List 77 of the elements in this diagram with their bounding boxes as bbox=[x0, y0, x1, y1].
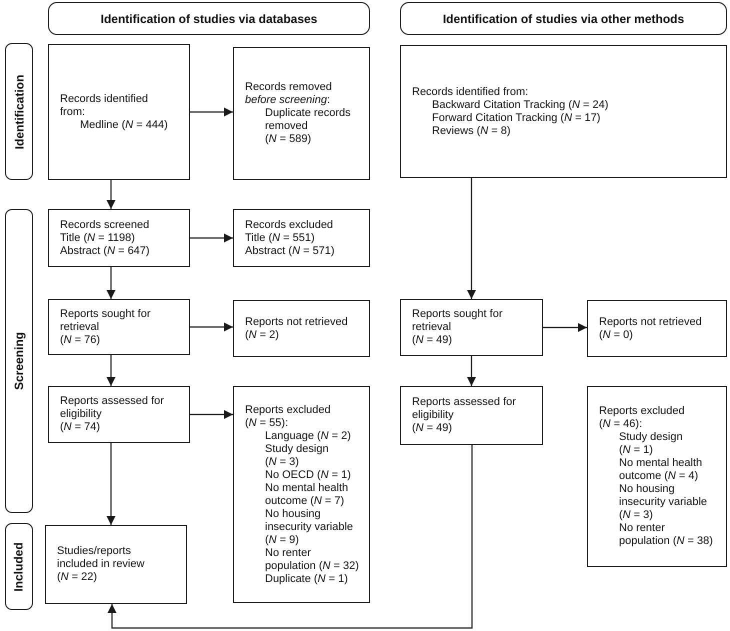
phase-title: Identification of studies via other methods bbox=[442, 12, 684, 26]
step-label: Records identified from: bbox=[412, 86, 530, 98]
process-box bbox=[233, 47, 370, 180]
step-label: Reports assessed for eligibility bbox=[60, 395, 165, 421]
step-label: Reports sought for retrieval bbox=[60, 308, 152, 334]
step-detail: Forward Citation Tracking (N = 17) bbox=[431, 112, 602, 124]
process-box bbox=[48, 299, 190, 355]
step-label: Records screened bbox=[60, 218, 150, 232]
step-label: Reports sought for retrieval bbox=[412, 308, 504, 334]
process-box bbox=[48, 386, 190, 443]
step-label: Records removed before screening: bbox=[245, 81, 333, 107]
step-detail: No renter population (N = 38) bbox=[618, 522, 714, 548]
step-detail: No mental health outcome (N = 7) bbox=[264, 482, 350, 508]
arrow bbox=[190, 410, 233, 419]
step-detail: Title (N = 551) bbox=[245, 232, 316, 244]
process-box bbox=[233, 386, 370, 603]
arrow bbox=[106, 267, 116, 299]
step-detail: Study design (N = 3) bbox=[264, 442, 330, 468]
step-detail: Backward Citation Tracking (N = 24) bbox=[431, 98, 610, 112]
step-label: Reports excluded (N = 55): bbox=[245, 404, 332, 430]
step-detail: No OECD (N = 1) bbox=[264, 468, 352, 482]
arrow bbox=[190, 108, 233, 116]
step-label: Reports excluded (N = 46): bbox=[599, 405, 686, 431]
step-detail: Duplicate (N = 1) bbox=[264, 572, 349, 586]
stage-label-box bbox=[5, 209, 33, 513]
step-detail: Abstract (N = 647) bbox=[60, 244, 151, 258]
stage-label-box bbox=[5, 43, 33, 180]
process-box bbox=[48, 209, 190, 267]
step-detail: Duplicate records removed (N = 589) bbox=[264, 107, 352, 146]
process-box bbox=[587, 300, 727, 357]
step-label: Records excluded bbox=[245, 218, 334, 232]
arrow bbox=[106, 355, 116, 386]
stage-label: Screening bbox=[12, 332, 26, 390]
step-detail: (N = 49) bbox=[412, 334, 454, 347]
step-label: Records identified from: bbox=[60, 92, 150, 118]
step-detail: Reviews (N = 8) bbox=[431, 124, 512, 138]
arrow bbox=[190, 234, 233, 242]
stage-label-box bbox=[5, 523, 33, 610]
step-label: Reports not retrieved bbox=[599, 316, 703, 328]
step-label: Reports not retrieved bbox=[245, 316, 349, 328]
step-detail: Medline (N = 444) bbox=[79, 118, 169, 132]
phase-header bbox=[48, 2, 370, 35]
step-detail: (N = 2) bbox=[245, 328, 280, 342]
step-label: Reports assessed for eligibility bbox=[412, 396, 517, 422]
phase-title: Identification of studies via databases bbox=[100, 12, 318, 26]
arrow bbox=[190, 322, 233, 332]
phase-header bbox=[400, 2, 727, 35]
process-box bbox=[400, 45, 727, 178]
arrow bbox=[106, 443, 116, 525]
arrow bbox=[467, 356, 476, 386]
process-box bbox=[233, 209, 370, 267]
arrow bbox=[543, 323, 587, 332]
process-box bbox=[587, 386, 727, 567]
step-detail: (N = 22) bbox=[57, 571, 98, 584]
arrow bbox=[108, 445, 473, 629]
process-box bbox=[45, 525, 187, 604]
arrow bbox=[467, 178, 476, 299]
arrow bbox=[106, 180, 116, 209]
step-detail: Abstract (N = 571) bbox=[245, 244, 336, 258]
step-label: Studies/reports included in review bbox=[57, 545, 146, 571]
step-detail: No renter population (N = 32) bbox=[264, 546, 359, 572]
process-box bbox=[400, 386, 543, 445]
stage-label: Identification bbox=[12, 74, 26, 149]
process-box bbox=[400, 299, 543, 356]
step-detail: (N = 0) bbox=[599, 328, 634, 342]
process-box bbox=[233, 300, 370, 357]
stage-label: Included bbox=[12, 542, 26, 592]
step-detail: No housing insecurity variable (N = 3) bbox=[618, 483, 708, 522]
step-detail: (N = 49) bbox=[412, 422, 454, 435]
step-detail: (N = 74) bbox=[60, 421, 102, 434]
step-detail: No mental health outcome (N = 4) bbox=[618, 457, 704, 483]
step-detail: No housing insecurity variable (N = 9) bbox=[264, 508, 354, 546]
step-detail: (N = 76) bbox=[60, 334, 102, 346]
step-detail: Language (N = 2) bbox=[264, 430, 352, 442]
process-box bbox=[48, 44, 190, 180]
step-detail: Title (N = 1198) bbox=[60, 232, 136, 244]
step-detail: Study design (N = 1) bbox=[618, 431, 684, 457]
